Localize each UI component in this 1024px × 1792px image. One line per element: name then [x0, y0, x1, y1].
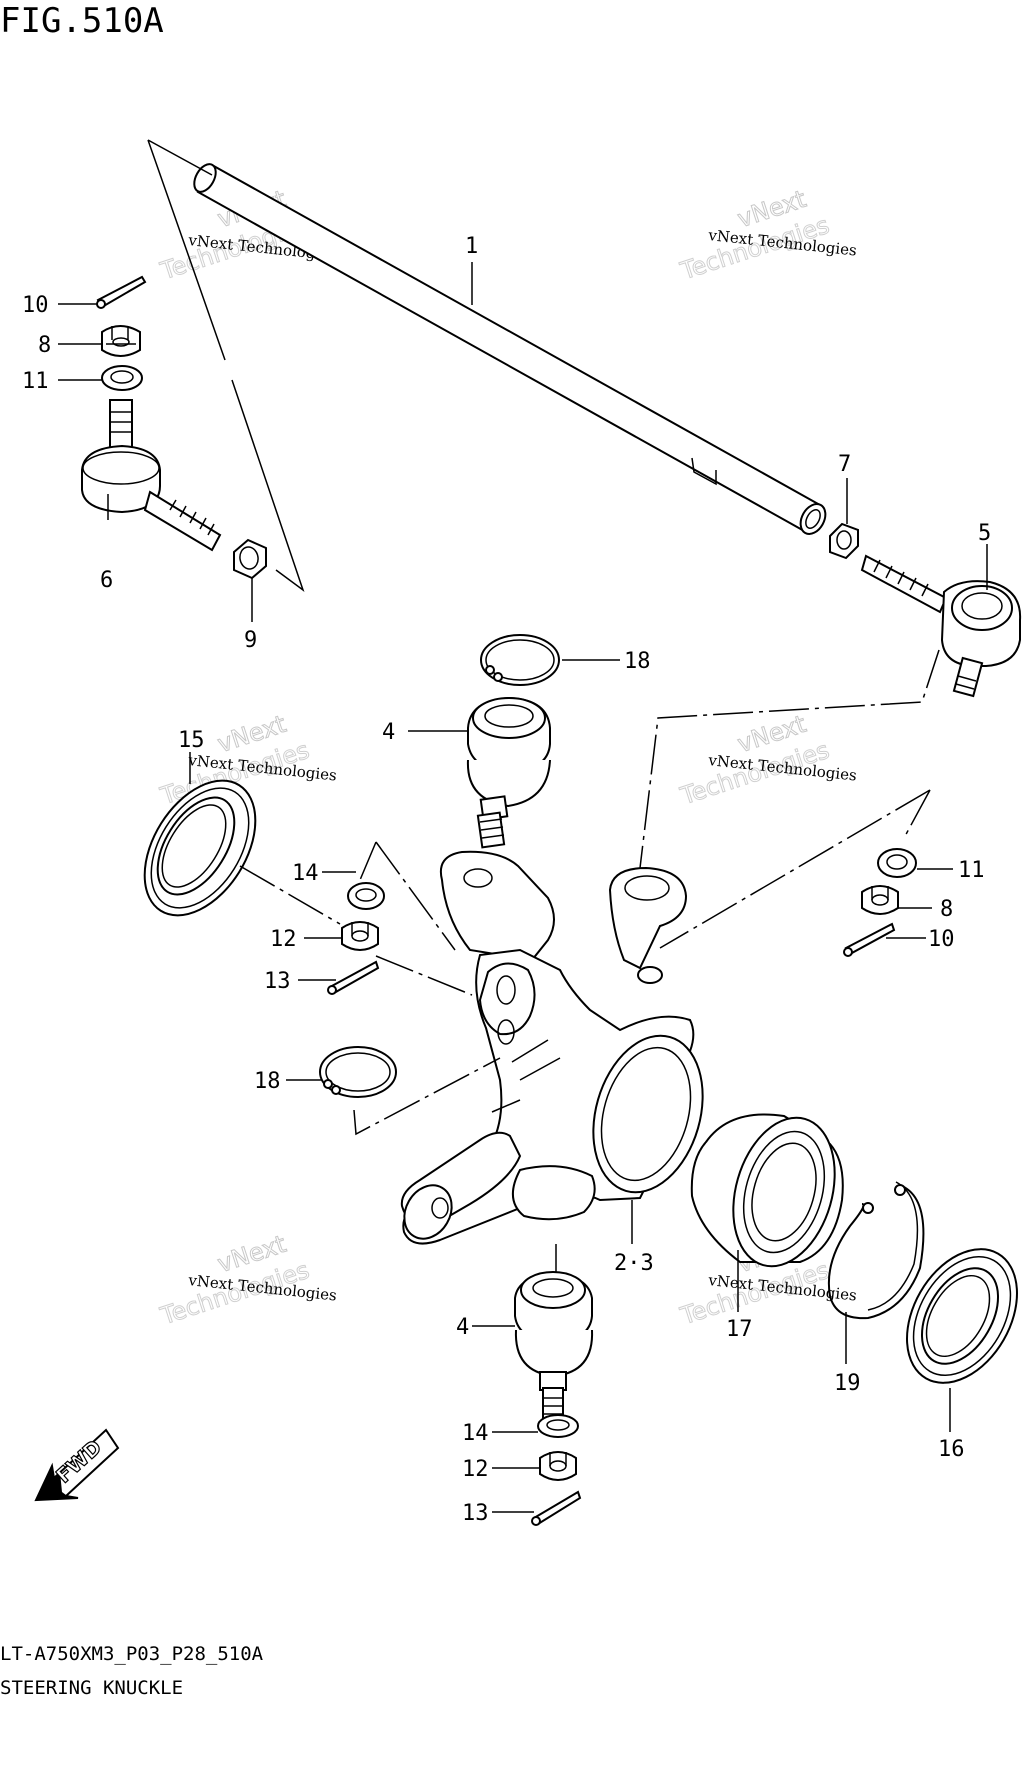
cotter-pin-13-lower	[531, 1490, 582, 1526]
callout-13-upper: 13	[264, 969, 291, 994]
leader-lines	[58, 262, 988, 1513]
ball-joint-4-lower	[514, 1271, 594, 1425]
footer-name: STEERING KNUCKLE	[0, 1677, 183, 1699]
nut-7	[829, 522, 859, 560]
callout-19: 19	[834, 1371, 861, 1396]
callout-9: 9	[244, 628, 257, 653]
circlip-18-lower	[319, 1046, 397, 1098]
callout-7: 7	[838, 452, 851, 477]
callout-12-upper: 12	[270, 927, 297, 952]
callout-10-left: 10	[22, 293, 49, 318]
fwd-arrow: FWD	[34, 1428, 120, 1502]
washer-11-right	[877, 848, 917, 878]
callout-18-lower: 18	[254, 1069, 281, 1094]
callout-12-lower: 12	[462, 1457, 489, 1482]
tie-rod-end-right	[860, 554, 1022, 698]
callout-14-lower: 14	[462, 1421, 489, 1446]
cotter-pin-10-right	[843, 922, 896, 957]
cotter-pin-13-upper	[327, 960, 380, 995]
ball-joint-4-upper	[466, 696, 551, 849]
cotter-pin-10-left	[96, 275, 147, 309]
callout-numbers: 1 5 7 10 8 11 6 9 18 4 15 14 12 13 11 8 …	[22, 234, 991, 1526]
callout-1: 1	[465, 234, 478, 259]
castle-nut-12-lower	[539, 1451, 577, 1481]
washer-14-lower	[537, 1414, 579, 1438]
assembly-lines	[239, 649, 940, 1136]
oil-seal-16	[906, 1248, 1018, 1384]
castle-nut-8-left	[101, 325, 141, 357]
callout-5: 5	[978, 521, 991, 546]
castle-nut-8-right	[861, 885, 899, 915]
castle-nut-12-upper	[341, 921, 379, 951]
nut-9	[233, 538, 267, 580]
callout-18-upper: 18	[624, 649, 651, 674]
callout-13-lower: 13	[462, 1501, 489, 1526]
callout-11-left: 11	[22, 369, 49, 394]
callout-8-left: 8	[38, 333, 51, 358]
callout-16: 16	[938, 1437, 965, 1462]
callout-15: 15	[178, 728, 205, 753]
callout-8-right: 8	[940, 897, 953, 922]
callout-2-3: 2·3	[614, 1251, 654, 1276]
group-bracket-left	[147, 139, 305, 593]
callout-14-upper: 14	[292, 861, 319, 886]
footer-code: LT-A750XM3_P03_P28_510A	[0, 1643, 264, 1665]
washer-11-left	[101, 365, 143, 391]
figure-title: FIG.510A	[0, 1, 164, 41]
callout-4-upper: 4	[382, 720, 395, 745]
oil-seal-15	[143, 779, 257, 917]
bearing-17	[690, 1113, 844, 1268]
callout-6: 6	[100, 568, 113, 593]
tie-rod	[193, 163, 827, 535]
circlip-18-upper	[480, 634, 560, 686]
callout-17: 17	[726, 1317, 753, 1342]
tie-rod-end-left	[81, 399, 222, 552]
washer-14-upper	[347, 882, 385, 910]
steering-knuckle	[400, 850, 704, 1245]
callout-11-right: 11	[958, 858, 985, 883]
callout-4-lower: 4	[456, 1315, 469, 1340]
callout-10-right: 10	[928, 927, 955, 952]
snap-ring-19	[827, 1181, 925, 1320]
